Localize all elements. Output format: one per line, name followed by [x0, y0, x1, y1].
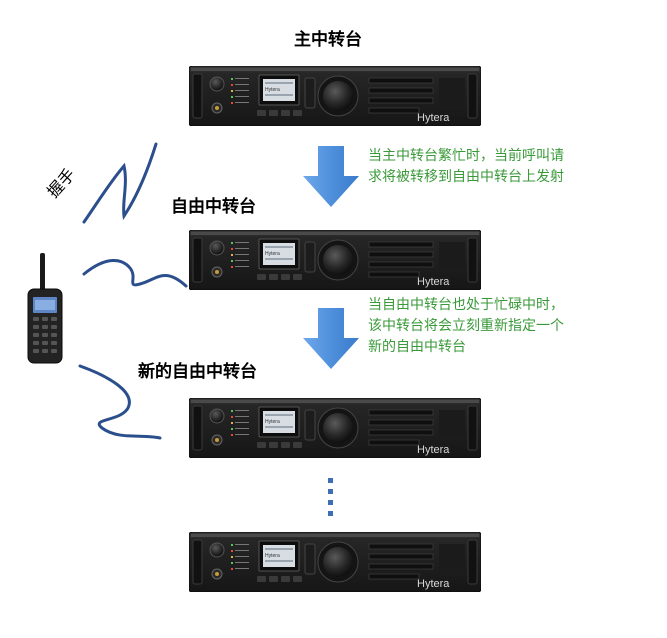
continuation-dots: [328, 478, 334, 522]
handshake-label: 握手: [43, 164, 79, 202]
free-repeater-device: Hytera Hytera: [189, 230, 481, 290]
new-free-repeater-brand: Hytera: [417, 444, 450, 456]
main-repeater-title: 主中转台: [294, 30, 362, 50]
free-repeater-brand: Hytera: [417, 276, 450, 288]
busy-note-1-line2: 求将被转移到自由中转台上发射: [368, 169, 564, 185]
additional-repeater-screen-text: Hytera: [265, 553, 280, 559]
new-free-repeater-device: Hytera Hytera: [189, 398, 481, 458]
new-free-repeater-title: 新的自由中转台: [138, 362, 257, 382]
busy-note-1: 当主中转台繁忙时，当前呼叫请 求将被转移到自由中转台上发射: [368, 146, 564, 188]
additional-repeater-brand: Hytera: [417, 578, 450, 590]
main-repeater-screen-text: Hytera: [265, 87, 280, 93]
busy-note-1-line1: 当主中转台繁忙时，当前呼叫请: [368, 148, 564, 164]
busy-note-2-line2: 该中转台将会立刻重新指定一个: [368, 318, 564, 334]
busy-note-2-line3: 新的自由中转台: [368, 339, 466, 355]
free-repeater-screen-text: Hytera: [265, 251, 280, 257]
busy-note-2: 当自由中转台也处于忙碌中时， 该中转台将会立刻重新指定一个 新的自由中转台: [368, 295, 564, 358]
arrow-down-2: [302, 308, 360, 374]
free-repeater-title: 自由中转台: [171, 197, 256, 217]
handshake-wave: [80, 140, 160, 234]
additional-repeater-device: Hytera Hytera: [189, 532, 481, 592]
radio-wave-upper: [82, 252, 188, 296]
radio-wave-lower: [78, 362, 162, 446]
arrow-down-1: [302, 146, 360, 212]
busy-note-2-line1: 当自由中转台也处于忙碌中时，: [368, 297, 564, 313]
main-repeater-brand: Hytera: [417, 112, 450, 124]
new-free-repeater-screen-text: Hytera: [265, 419, 280, 425]
main-repeater-device: Hytera Hytera: [189, 66, 481, 126]
handheld-radio: [24, 253, 66, 369]
